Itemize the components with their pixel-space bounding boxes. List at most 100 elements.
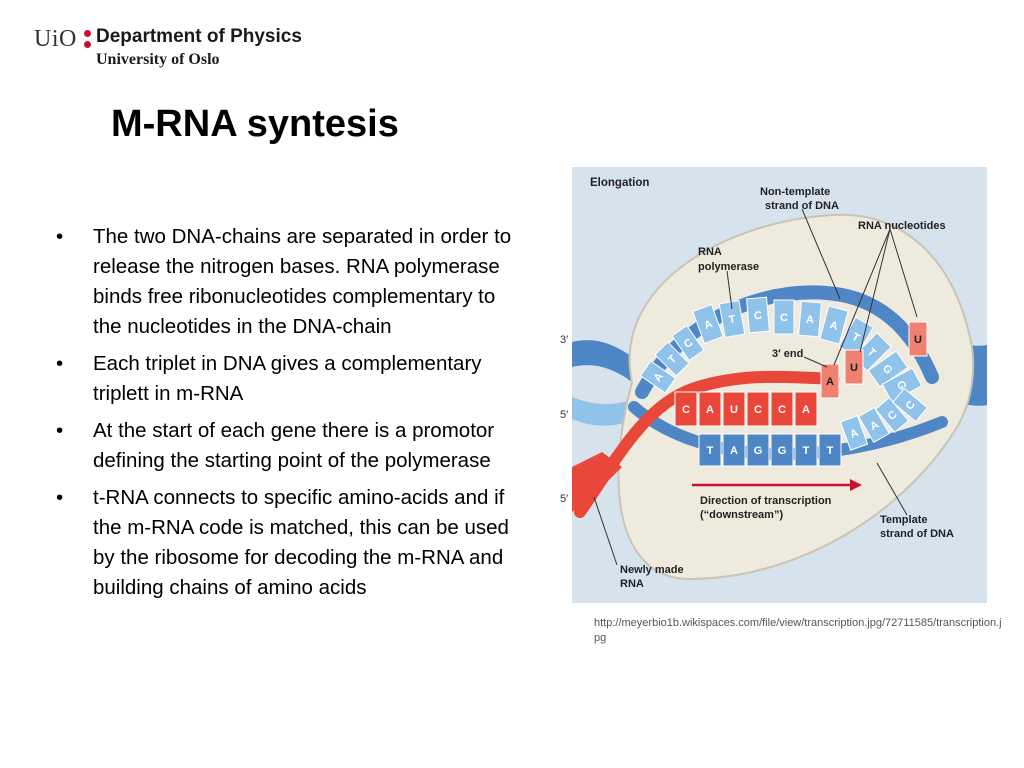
label-rna-polymerase: RNA <box>698 246 722 258</box>
template-right-base: C <box>892 387 928 423</box>
upper-left-base-tile <box>671 324 705 362</box>
bullet-item: Each triplet in DNA gives a complementar… <box>52 349 512 409</box>
non-template-base-tile <box>692 303 724 345</box>
template-base: T <box>698 433 722 467</box>
non-template-base: C <box>746 296 770 334</box>
non-template-base-tile <box>798 300 822 338</box>
template-right-base-letter: A <box>849 427 861 441</box>
label-three-end: 3′ end <box>772 348 803 360</box>
leader-line <box>726 270 733 310</box>
rna-base-letter: A <box>706 404 714 416</box>
template-right-base-tile <box>839 415 869 451</box>
label-newly-made-rna: RNA <box>620 578 644 590</box>
rna-base-tile <box>674 391 698 427</box>
bullet-item: t-RNA connects to specific amino-acids a… <box>52 483 512 603</box>
bullet-item: The two DNA-chains are separated in orde… <box>52 222 512 342</box>
template-base-letter: T <box>707 445 714 457</box>
logo-colon-mark <box>84 28 92 50</box>
prime-label-3: 3′ <box>560 334 569 346</box>
rna-base-letter: A <box>802 404 810 416</box>
non-template-base: A <box>692 303 724 345</box>
template-base-tile <box>794 433 818 467</box>
leader-line <box>876 462 908 516</box>
template-base-letter: G <box>778 445 787 457</box>
rna-base-letter: C <box>754 404 762 416</box>
incoming-nucleotides: A U U <box>820 321 928 399</box>
label-newly-made-rna: Newly made <box>620 564 684 576</box>
incoming-nucleotide-letter: A <box>826 376 834 388</box>
non-template-base: C <box>773 299 795 335</box>
non-template-base-tile <box>773 299 795 335</box>
label-rna-polymerase: polymerase <box>698 261 759 273</box>
template-base: G <box>770 433 794 467</box>
prime-label-5a: 5′ <box>560 409 569 421</box>
incoming-nucleotide: U <box>844 349 864 385</box>
template-base-tile <box>818 433 842 467</box>
rna-base: A <box>794 391 818 427</box>
newly-made-rna-strand <box>572 452 622 512</box>
direction-arrow-head <box>850 479 862 491</box>
template-right-base-tile <box>874 397 910 433</box>
incoming-nucleotide-letter: U <box>850 362 858 374</box>
template-right-base-tile <box>858 406 890 444</box>
template-right-base: C <box>874 397 910 433</box>
non-template-base-letter: A <box>828 319 839 333</box>
rna-base-letter: C <box>682 404 690 416</box>
left-dna-strand-upper <box>572 340 632 382</box>
incoming-nucleotide: U <box>908 321 928 357</box>
rna-base-tile <box>770 391 794 427</box>
logo-uio-text: UiO <box>34 26 77 52</box>
label-non-template: Non-template <box>760 186 830 198</box>
leader-line <box>833 228 891 366</box>
image-source-caption: http://meyerbio1b.wikispaces.com/file/vi… <box>594 617 1002 644</box>
rna-base: A <box>698 391 722 427</box>
rna-base: U <box>722 391 746 427</box>
slide-title: M-RNA syntesis <box>111 103 399 145</box>
template-base-letter: T <box>803 445 810 457</box>
template-base-tile <box>770 433 794 467</box>
template-base: G <box>746 433 770 467</box>
template-base-tile <box>698 433 722 467</box>
left-dna-strand-lower <box>572 397 634 426</box>
bullet-item: At the start of each gene there is a pro… <box>52 416 512 476</box>
template-right-base-tile <box>892 387 928 423</box>
leader-line <box>593 496 618 566</box>
rna-base-letter: U <box>730 404 738 416</box>
incoming-nucleotide: A <box>820 363 840 399</box>
non-template-base: T <box>718 299 746 339</box>
template-base: T <box>818 433 842 467</box>
incoming-nucleotide-tile <box>908 321 928 357</box>
incoming-nucleotide-tile <box>820 363 840 399</box>
template-base-letter: T <box>827 445 834 457</box>
non-template-base: G <box>867 350 909 388</box>
template-right-base: A <box>858 406 890 444</box>
non-template-base-letter: A <box>805 314 814 327</box>
rna-base-tile <box>698 391 722 427</box>
label-template: Template <box>880 514 927 526</box>
label-direction: Direction of transcription <box>700 495 832 507</box>
label-non-template: strand of DNA <box>765 200 839 212</box>
prime-label-5b: 5′ <box>560 493 569 505</box>
non-template-base-tile <box>718 299 746 339</box>
template-base-tile <box>746 433 770 467</box>
non-template-base-tile <box>867 350 909 388</box>
upper-left-base: A <box>639 360 677 394</box>
label-rna-nucleotides: RNA nucleotides <box>858 220 946 232</box>
non-template-base: A <box>819 305 849 345</box>
leader-line <box>801 208 841 300</box>
template-base-letter: A <box>730 445 738 457</box>
rna-base: C <box>746 391 770 427</box>
rna-base: C <box>770 391 794 427</box>
upper-left-base: T <box>654 341 690 377</box>
rna-base-tile <box>722 391 746 427</box>
template-base: T <box>794 433 818 467</box>
template-base-letter: G <box>754 445 763 457</box>
template-right-base: A <box>839 415 869 451</box>
non-template-base-tile <box>746 296 770 334</box>
upper-left-bases: ATC <box>639 324 705 394</box>
rna-base-tile <box>794 391 818 427</box>
